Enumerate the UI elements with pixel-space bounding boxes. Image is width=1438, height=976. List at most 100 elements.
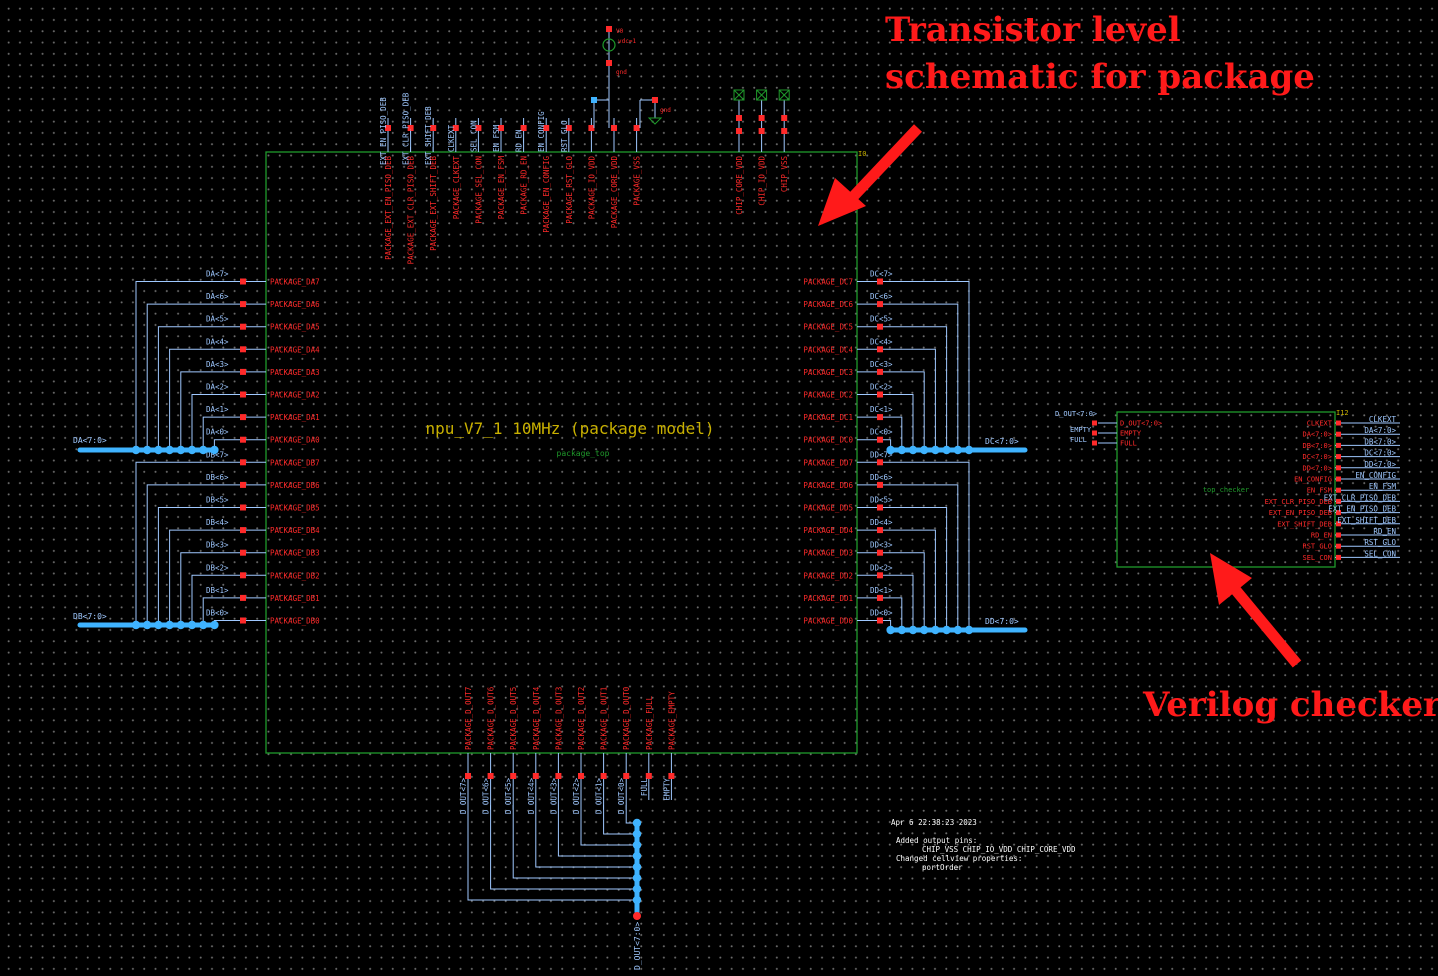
right-pin-terminal[interactable] [877,617,883,624]
left-pin-terminal[interactable] [240,572,246,579]
right-pin-terminal[interactable] [877,301,883,308]
right-pin-terminal[interactable] [877,594,883,601]
top-pin-label: PACKAGE_EN_CONFIG [542,156,551,233]
left-net-label: DB<6> [206,473,229,482]
top-net-label: EXT_SHIFT_DEB [424,106,433,165]
package-symbol-body[interactable] [265,151,858,754]
bottom-wire [512,753,637,879]
bottom-pin-terminal[interactable] [623,773,630,779]
top-pin-terminal[interactable] [520,125,527,131]
bottom-pin-terminal[interactable] [487,773,494,779]
left-pin-terminal[interactable] [240,278,246,285]
right-pin-terminal[interactable] [877,527,883,534]
bottom-pin-terminal[interactable] [600,773,607,779]
right-pin-terminal[interactable] [877,504,883,511]
bottom-pin-terminal[interactable] [465,773,471,779]
left-pin-terminal[interactable] [240,459,246,466]
right-pin-terminal[interactable] [877,414,883,421]
left-pin-terminal[interactable] [240,323,246,330]
left-pin-terminal[interactable] [240,436,246,443]
right-wire [857,416,903,450]
top-pin-terminal[interactable] [498,125,504,131]
checker-right-terminal[interactable] [1336,442,1341,448]
bus-tap [165,445,174,455]
bottom-pin-terminal[interactable] [645,773,652,779]
left-pin-terminal[interactable] [240,301,246,308]
right-pin-terminal[interactable] [877,278,883,285]
checker-right-net-label: SEL_CON [1364,549,1396,558]
bus-dout-terminal[interactable] [633,912,641,920]
checker-right-pin-label: CLKEXT [1307,420,1333,428]
top-pin-terminal[interactable] [588,125,595,131]
checker-right-terminal[interactable] [1336,420,1341,426]
bus-tap [920,445,929,455]
bottom-pin-terminal[interactable] [668,773,675,779]
checker-right-terminal[interactable] [1336,465,1341,471]
left-pin-label: PACKAGE_DB3 [270,549,320,558]
checker-right-terminal[interactable] [1336,431,1341,437]
bus-tap [143,620,152,630]
left-pin-terminal[interactable] [240,527,246,534]
checker-left-terminal[interactable] [1092,420,1097,426]
no-connect-icon[interactable] [756,89,768,101]
checker-right-terminal[interactable] [1336,532,1341,538]
top-pin-terminal[interactable] [430,125,437,131]
right-pin-terminal[interactable] [877,346,883,353]
top-right-pin-terminal[interactable] [736,115,742,121]
top-pin-terminal[interactable] [385,125,391,131]
checker-right-terminal[interactable] [1336,543,1341,549]
checker-right-terminal[interactable] [1336,510,1341,516]
top-right-pin-terminal[interactable] [781,115,788,121]
top-right-pin-terminal[interactable] [758,115,765,121]
left-pin-terminal[interactable] [240,594,246,601]
right-pin-terminal[interactable] [877,572,883,579]
right-net-label: DD<6> [870,473,893,482]
top-pin-terminal[interactable] [475,125,482,131]
right-pin-label: PACKAGE_DD0 [803,617,853,626]
no-connect-icon[interactable] [733,89,745,101]
left-pin-terminal[interactable] [240,504,246,511]
checker-right-terminal[interactable] [1336,476,1341,482]
right-pin-terminal[interactable] [877,323,883,330]
top-pin-terminal[interactable] [407,125,414,131]
checker-right-terminal[interactable] [1336,498,1341,504]
top-right-pin-terminal-2 [758,128,765,134]
top-pin-terminal[interactable] [543,125,550,131]
left-net-label: DA<3> [206,360,229,369]
right-pin-terminal[interactable] [877,549,883,556]
right-pin-terminal[interactable] [877,481,883,488]
right-pin-terminal[interactable] [877,436,883,443]
top-pin-terminal[interactable] [633,125,640,131]
top-pin-terminal[interactable] [452,125,459,131]
bottom-pin-terminal[interactable] [555,773,562,779]
left-net-label: DB<0> [206,609,229,618]
bottom-pin-terminal[interactable] [510,773,517,779]
left-pin-terminal[interactable] [240,549,246,556]
left-pin-terminal[interactable] [240,368,246,375]
left-pin-terminal[interactable] [240,617,246,624]
top-pin-terminal[interactable] [611,125,617,131]
right-pin-terminal[interactable] [877,391,883,398]
left-pin-terminal[interactable] [240,414,246,421]
left-pin-terminal[interactable] [240,481,246,488]
checker-left-terminal[interactable] [1092,440,1097,446]
checker-right-terminal[interactable] [1336,454,1341,460]
checker-right-terminal[interactable] [1336,554,1341,560]
left-pin-terminal[interactable] [240,391,246,398]
left-pin-label: PACKAGE_DA3 [270,368,320,377]
vdc-source-icon[interactable] [602,38,616,52]
bottom-pin-terminal[interactable] [578,773,584,779]
top-pin-terminal[interactable] [565,125,572,131]
checker-right-pin-label: EN_CONFIG [1294,476,1332,484]
right-pin-label: PACKAGE_DD7 [803,458,853,467]
bus-tap [964,625,974,635]
checker-right-terminal[interactable] [1336,521,1341,527]
bottom-pin-terminal[interactable] [532,773,539,779]
left-pin-terminal[interactable] [240,346,246,353]
checker-left-terminal[interactable] [1092,430,1097,436]
no-connect-icon[interactable] [778,89,790,101]
right-pin-terminal[interactable] [877,368,883,375]
checker-right-terminal[interactable] [1336,487,1341,493]
right-pin-terminal[interactable] [877,459,883,466]
